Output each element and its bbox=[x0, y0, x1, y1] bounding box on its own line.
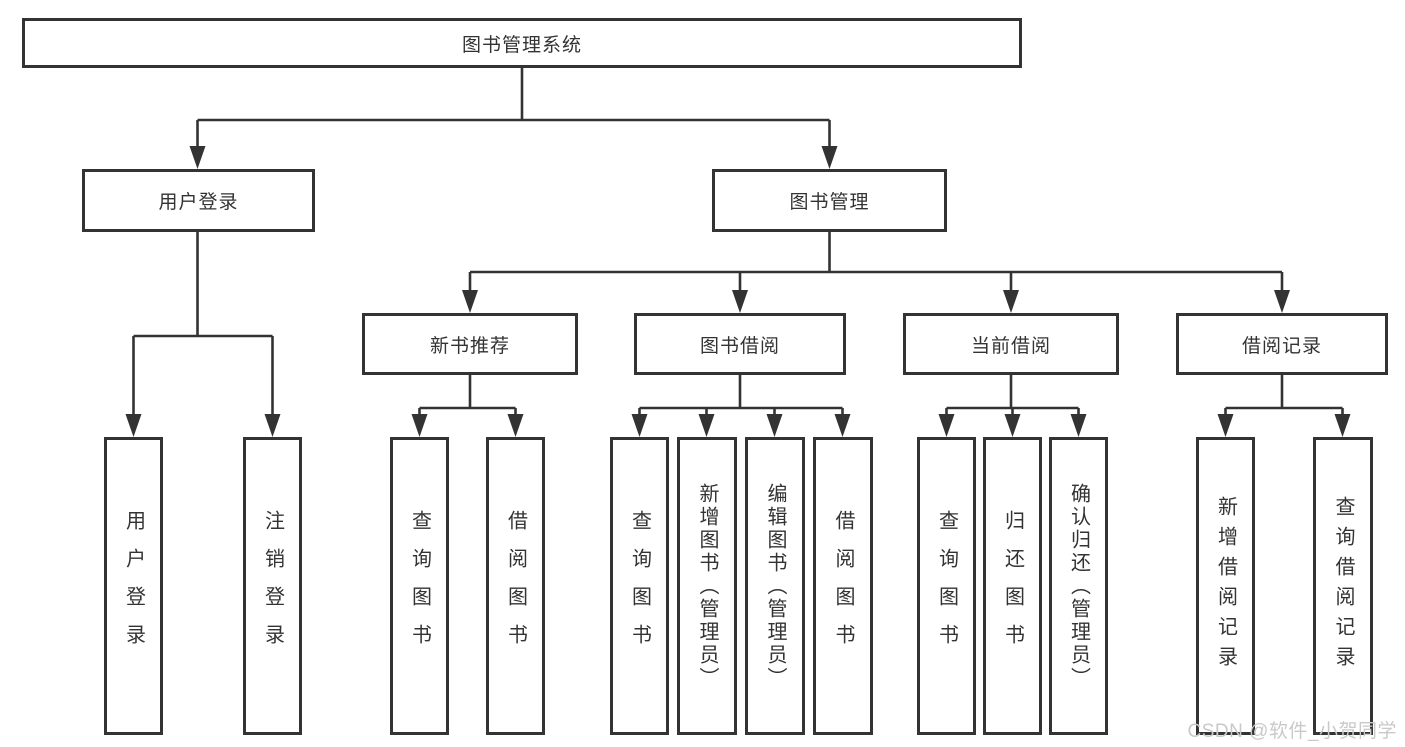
node-book-management-label: 图书管理 bbox=[789, 192, 870, 213]
leaf-query-book-2-label: 查询图书 bbox=[628, 510, 651, 662]
leaf-user-login-label: 用户登录 bbox=[122, 510, 145, 662]
leaf-add-book-admin-label: 新增图书（管理员） bbox=[696, 482, 718, 690]
node-borrow-record-label: 借阅记录 bbox=[1241, 335, 1322, 357]
node-new-book-recommend-label: 新书推荐 bbox=[429, 335, 510, 357]
node-book-borrow-label: 图书借阅 bbox=[699, 335, 780, 357]
leaf-confirm-return-admin-label: 确认归还（管理员） bbox=[1067, 482, 1090, 690]
node-book-management: 图书管理 bbox=[712, 169, 947, 232]
leaf-query-book-3: 查询图书 bbox=[917, 437, 976, 735]
leaf-borrow-book-2: 借阅图书 bbox=[813, 437, 873, 735]
leaf-query-book-2: 查询图书 bbox=[610, 437, 669, 735]
leaf-user-login: 用户登录 bbox=[104, 437, 163, 735]
leaf-query-book-3-label: 查询图书 bbox=[935, 510, 958, 662]
leaf-return-book: 归还图书 bbox=[983, 437, 1042, 735]
leaf-add-book-admin: 新增图书（管理员） bbox=[677, 437, 737, 735]
node-root-label: 图书管理系统 bbox=[461, 34, 582, 56]
node-user-login: 用户登录 bbox=[82, 169, 315, 232]
node-borrow-record: 借阅记录 bbox=[1176, 313, 1388, 375]
leaf-borrow-book-2-label: 借阅图书 bbox=[832, 510, 854, 662]
leaf-borrow-book-1-label: 借阅图书 bbox=[504, 510, 527, 662]
node-new-book-recommend: 新书推荐 bbox=[362, 313, 578, 375]
leaf-query-book-1: 查询图书 bbox=[390, 437, 449, 735]
leaf-return-book-label: 归还图书 bbox=[1001, 510, 1024, 662]
node-current-borrow: 当前借阅 bbox=[903, 313, 1119, 375]
leaf-borrow-book-1: 借阅图书 bbox=[486, 437, 545, 735]
leaf-query-borrow-record-label: 查询借阅记录 bbox=[1332, 496, 1354, 676]
leaf-confirm-return-admin: 确认归还（管理员） bbox=[1049, 437, 1108, 735]
leaf-logout-label: 注销登录 bbox=[261, 510, 284, 662]
node-root: 图书管理系统 bbox=[22, 18, 1022, 68]
leaf-query-book-1-label: 查询图书 bbox=[408, 510, 431, 662]
leaf-edit-book-admin-label: 编辑图书（管理员） bbox=[764, 482, 786, 690]
node-current-borrow-label: 当前借阅 bbox=[970, 335, 1051, 357]
leaf-add-borrow-record-label: 新增借阅记录 bbox=[1214, 496, 1237, 676]
leaf-query-borrow-record: 查询借阅记录 bbox=[1313, 437, 1373, 735]
leaf-edit-book-admin: 编辑图书（管理员） bbox=[745, 437, 805, 735]
node-book-borrow: 图书借阅 bbox=[634, 313, 846, 375]
leaf-add-borrow-record: 新增借阅记录 bbox=[1196, 437, 1255, 735]
leaf-logout: 注销登录 bbox=[243, 437, 302, 735]
node-user-login-label: 用户登录 bbox=[158, 192, 239, 213]
